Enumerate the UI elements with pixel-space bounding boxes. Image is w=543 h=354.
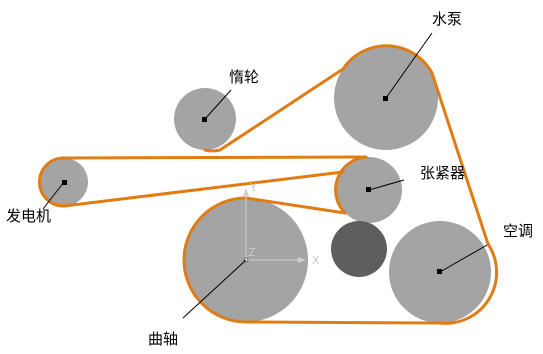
belt-segment-ac-to-crankshaft [244, 320, 442, 325]
belt-arc-water-pump [341, 44, 434, 75]
water-pump-label: 水泵 [432, 10, 462, 28]
belt-arc-crankshaft [182, 196, 248, 324]
idler-leader [204, 89, 232, 120]
y-axis-label: Y [249, 181, 257, 194]
belt-segment-idler-to-water-pump [218, 67, 345, 152]
belt-segment-tensioner-to-alternator [61, 155, 368, 160]
z-axis-label: Z [248, 246, 256, 259]
y-axis-arrow [243, 188, 249, 196]
ac-center [437, 269, 442, 274]
belt-arc-alternator [38, 156, 66, 208]
drive-belt [38, 44, 499, 325]
belt-arc-tensioner [334, 155, 368, 215]
belt-segment-alternator-to-tensioner-return [62, 170, 345, 208]
water-pump-center [383, 96, 388, 101]
x-axis-arrow [298, 257, 306, 263]
ac-label: 空调 [503, 222, 533, 240]
tensioner-center [366, 187, 371, 192]
water-pump-leader [385, 32, 433, 99]
alternator-leader [42, 181, 65, 210]
crankshaft-label: 曲轴 [148, 330, 178, 348]
x-axis-label: X [312, 254, 320, 267]
tensioner-label: 张紧器 [420, 164, 465, 182]
idler-label: 惰轮 [229, 68, 259, 86]
crankshaft-leader [182, 259, 247, 319]
extra-dark-pulley [331, 221, 387, 277]
tensioner-leader [368, 179, 405, 191]
belt-arc-idler [203, 148, 222, 153]
coordinate-axes: Y X Z [243, 181, 320, 267]
alternator-label: 发电机 [6, 207, 51, 225]
belt-segment-water-pump-to-ac [430, 71, 490, 246]
ac-leader [439, 244, 488, 273]
belt-segment-crankshaft-to-tensioner [244, 196, 347, 215]
alternator-center [62, 180, 67, 185]
belt-arc-ac [438, 242, 499, 325]
idler-center [202, 117, 207, 122]
